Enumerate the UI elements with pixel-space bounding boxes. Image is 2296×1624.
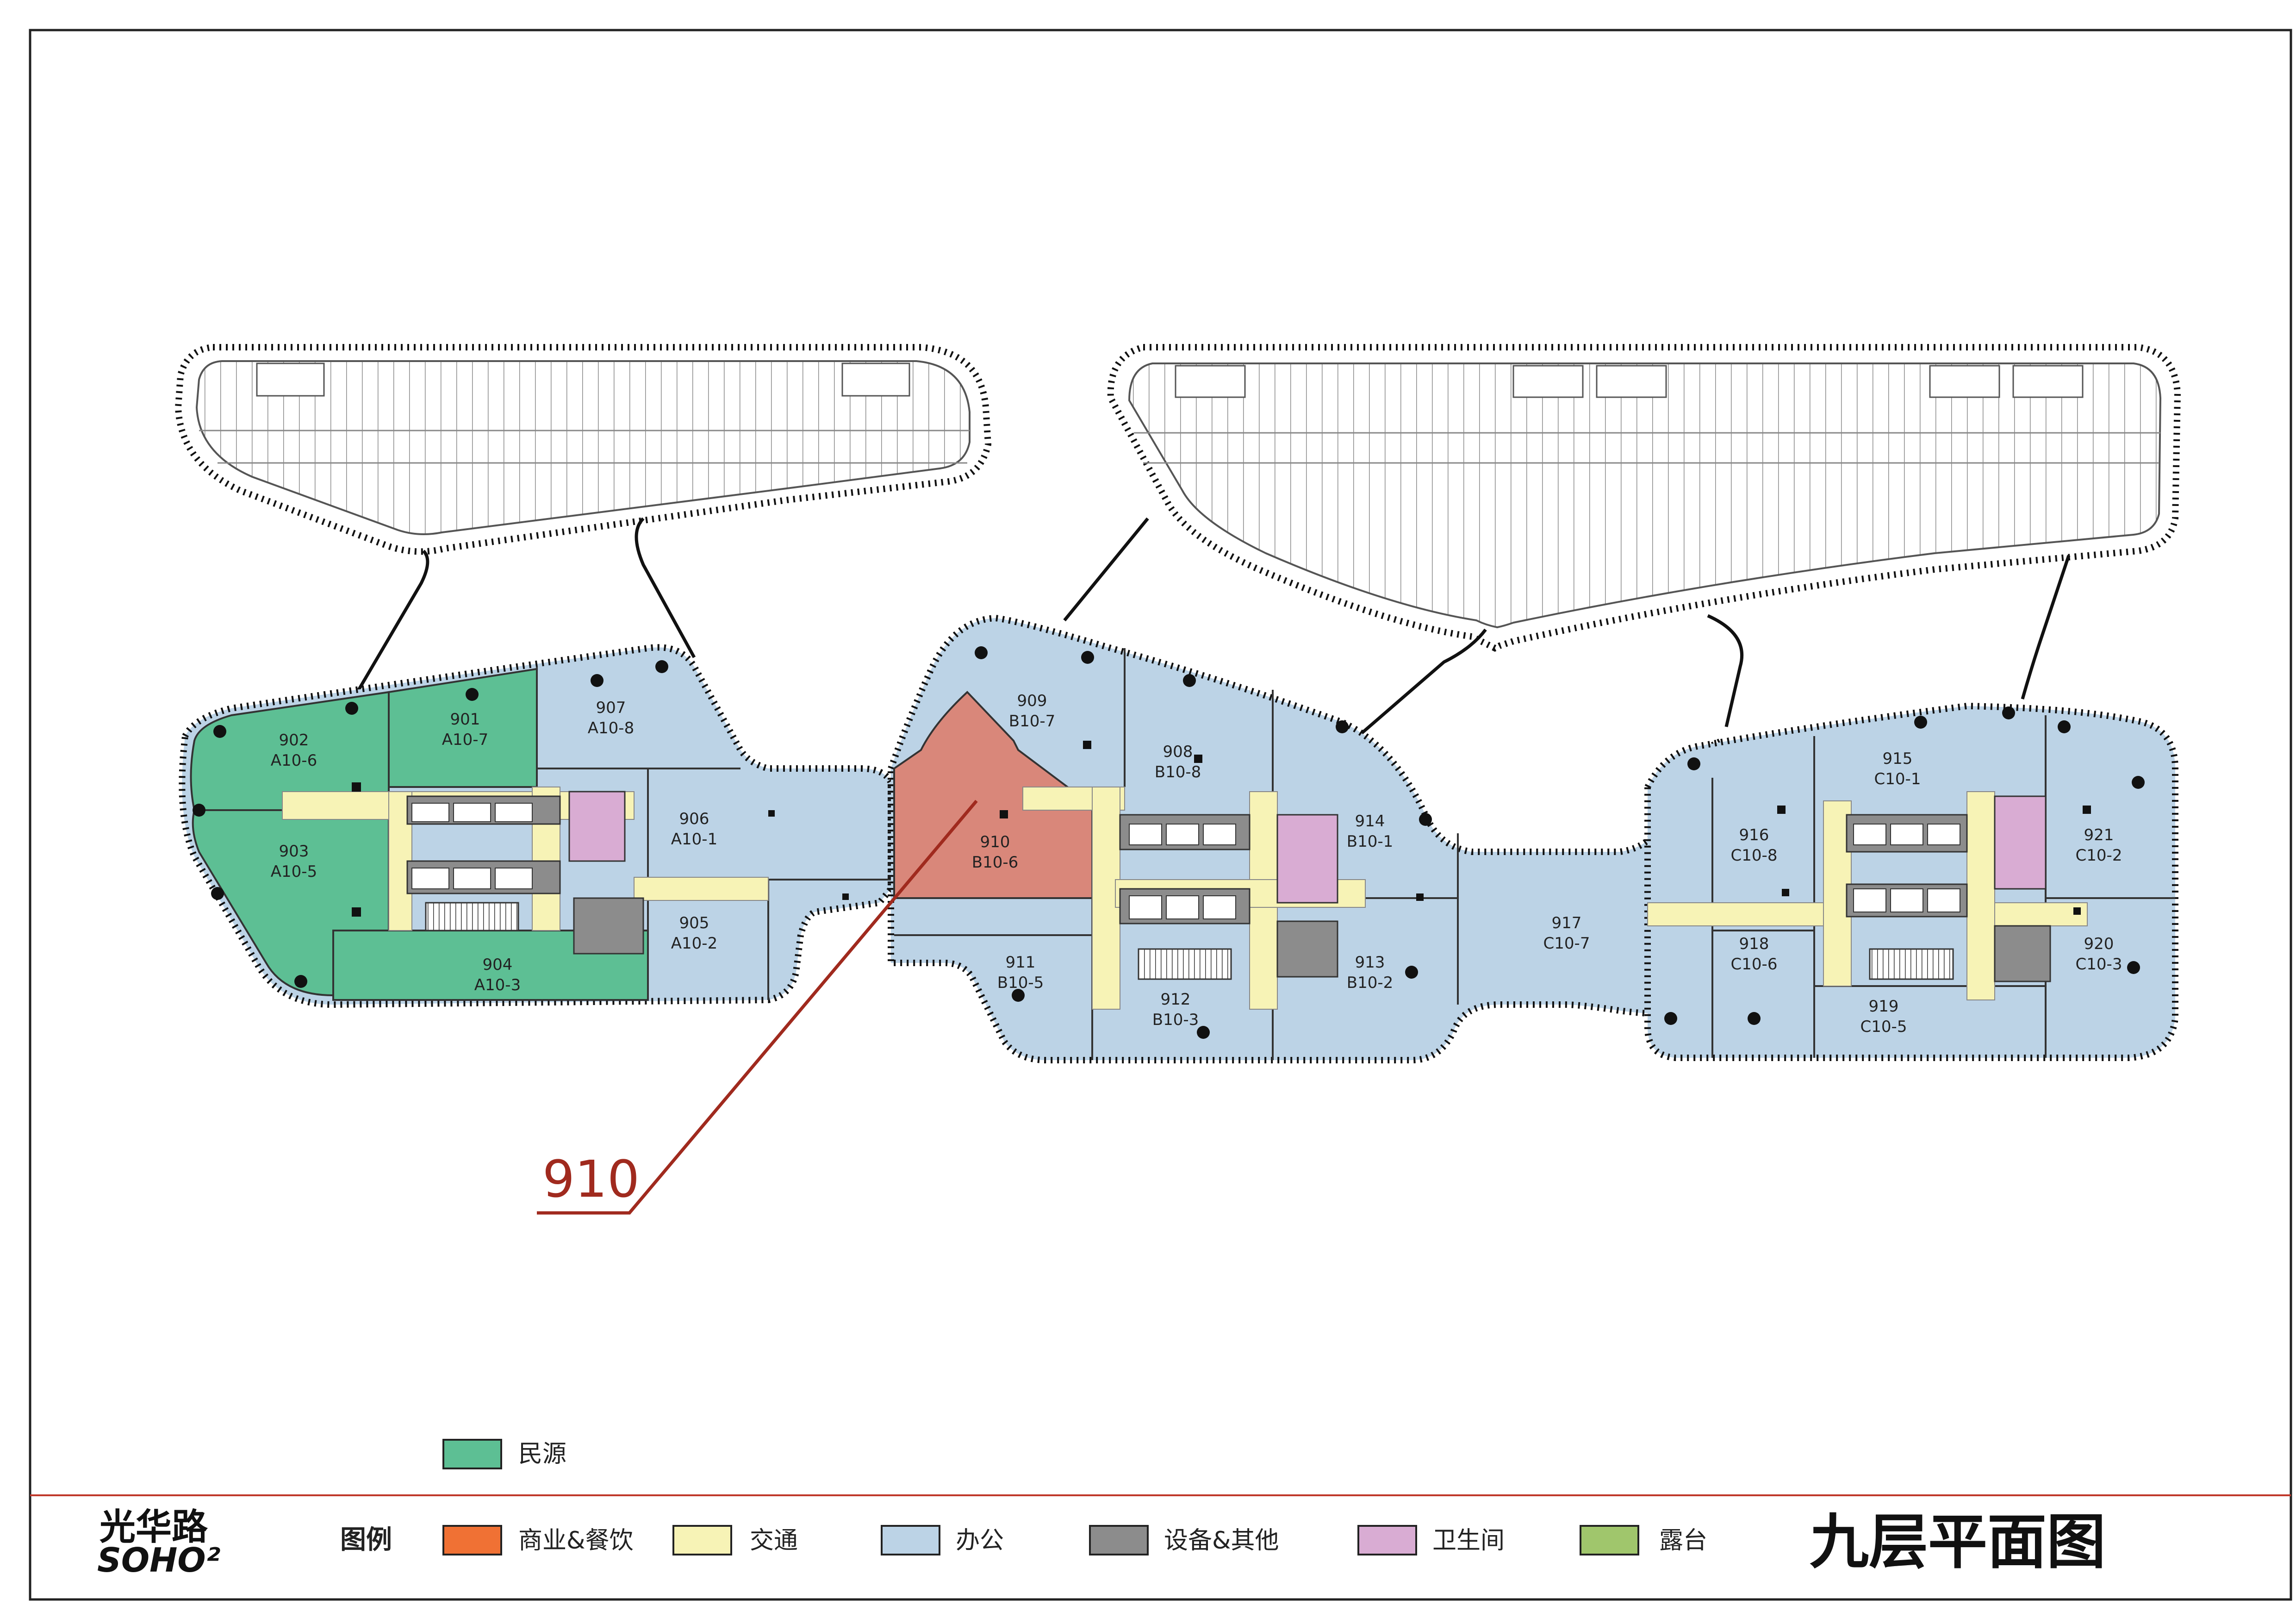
room-number-914: 914 — [1355, 812, 1385, 831]
plan-title: 九层平面图 — [1810, 1508, 2106, 1577]
room-code-901: A10-7 — [442, 731, 488, 749]
room-number-907: 907 — [596, 699, 626, 717]
room-code-919: C10-5 — [1860, 1018, 1907, 1036]
room-code-917: C10-7 — [1543, 934, 1590, 953]
unit-910-callout: 910 — [537, 800, 978, 1215]
room-code-904: A10-3 — [474, 976, 521, 994]
room-code-905: A10-2 — [671, 934, 717, 953]
room-code-911: B10-5 — [997, 974, 1044, 992]
room-code-910: B10-6 — [972, 853, 1019, 872]
callout-label: 910 — [542, 1149, 640, 1209]
building-a — [179, 644, 894, 1008]
logo-chinese: 光华路 — [100, 1506, 208, 1548]
building-c — [1644, 702, 2178, 1061]
room-code-913: B10-2 — [1347, 974, 1394, 992]
room-code-916: C10-8 — [1731, 846, 1778, 865]
unit-910-highlight — [893, 691, 1093, 899]
room-code-909: B10-7 — [1009, 712, 1056, 731]
room-number-913: 913 — [1355, 953, 1385, 972]
room-number-917: 917 — [1552, 914, 1582, 932]
soho-logo: 光华路 SOHO² — [97, 1506, 221, 1580]
legend-equipment-swatch — [1089, 1525, 1149, 1555]
legend-office-label: 办公 — [956, 1527, 1004, 1555]
bridge-lines — [357, 517, 2071, 737]
room-number-902: 902 — [279, 731, 309, 750]
room-code-912: B10-3 — [1152, 1011, 1199, 1029]
legend-minyuan-swatch — [442, 1439, 502, 1469]
room-number-912: 912 — [1161, 990, 1191, 1009]
legend-commercial-label: 商业&餐饮 — [518, 1527, 634, 1555]
room-number-910: 910 — [980, 833, 1010, 851]
room-code-903: A10-5 — [271, 862, 317, 881]
room-code-906: A10-1 — [671, 830, 717, 849]
room-number-905: 905 — [679, 914, 709, 932]
room-number-921: 921 — [2084, 826, 2114, 844]
room-number-911: 911 — [1006, 953, 1036, 972]
legend-commercial-swatch — [442, 1525, 502, 1555]
logo-soho: SOHO² — [97, 1541, 221, 1580]
room-code-921: C10-2 — [2076, 846, 2122, 865]
legend-traffic-label: 交通 — [750, 1527, 798, 1555]
room-number-915: 915 — [1883, 750, 1913, 768]
room-code-918: C10-6 — [1731, 955, 1778, 974]
callout-leader-line — [537, 800, 978, 1215]
room-number-906: 906 — [679, 810, 709, 828]
legend-toilet-label: 卫生间 — [1432, 1527, 1505, 1555]
legend-minyuan-label: 民源 — [518, 1440, 566, 1468]
legend-toilet-swatch — [1357, 1525, 1417, 1555]
legend-title: 图例 — [340, 1525, 392, 1555]
legend-office-swatch — [881, 1525, 940, 1555]
room-number-904: 904 — [483, 956, 513, 974]
room-number-908: 908 — [1163, 743, 1193, 761]
room-number-920: 920 — [2084, 935, 2114, 953]
room-number-909: 909 — [1017, 692, 1047, 710]
room-code-908: B10-8 — [1155, 763, 1201, 781]
legend-equipment-label: 设备&其他 — [1164, 1527, 1279, 1555]
room-code-907: A10-8 — [588, 719, 634, 737]
legend-row: 商业&餐饮 交通 办公 设备&其他 卫生间 露台 — [442, 1525, 1707, 1555]
legend-terrace-label: 露台 — [1659, 1527, 1707, 1555]
sheet-frame — [29, 29, 2292, 1601]
room-number-901: 901 — [450, 710, 480, 729]
room-number-903: 903 — [279, 842, 309, 861]
building-b — [888, 614, 1725, 1063]
legend-terrace-swatch — [1580, 1525, 1639, 1555]
room-code-915: C10-1 — [1874, 770, 1921, 788]
room-code-902: A10-6 — [271, 751, 317, 770]
legend-traffic-swatch — [672, 1525, 732, 1555]
roof-terrace-right — [1107, 344, 2181, 652]
room-code-920: C10-3 — [2076, 955, 2122, 974]
room-number-919: 919 — [1869, 997, 1899, 1016]
room-code-914: B10-1 — [1347, 832, 1394, 851]
room-number-916: 916 — [1739, 826, 1769, 844]
room-number-918: 918 — [1739, 935, 1769, 953]
roof-terrace-left — [174, 344, 992, 555]
